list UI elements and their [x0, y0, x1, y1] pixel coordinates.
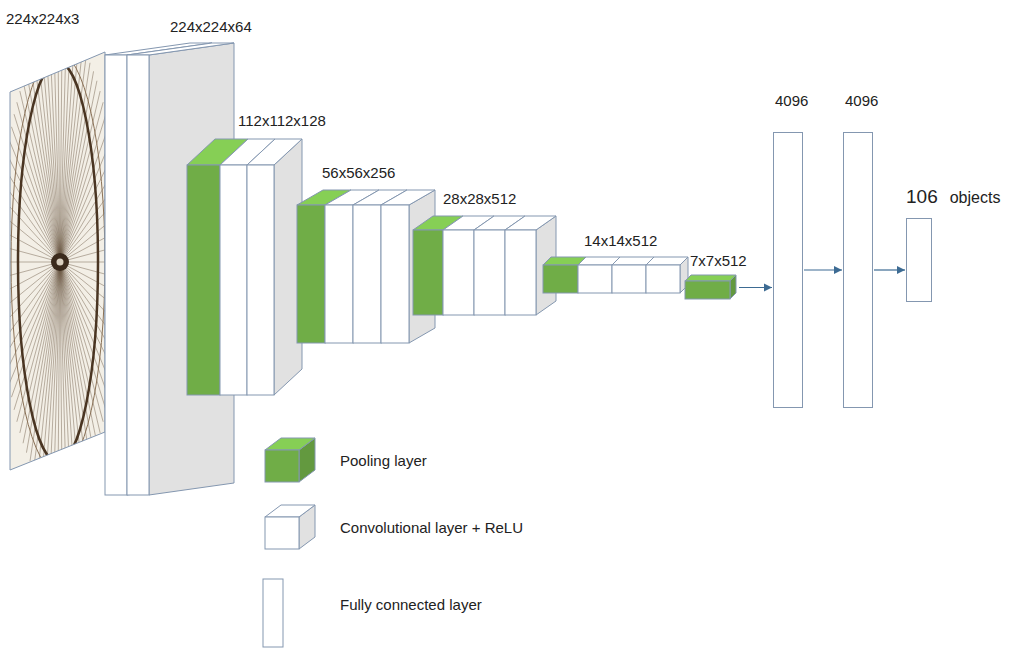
- legend-item: Convolutional layer + ReLU: [262, 503, 582, 575]
- layer-column: 7x7x512: [684, 252, 747, 301]
- conv-layer: [646, 257, 688, 293]
- pooling-cube: [684, 274, 738, 301]
- layer-column: 106: [906, 186, 938, 302]
- flow-arrow: [874, 269, 905, 270]
- dimension-label: 224x224x3: [6, 10, 79, 28]
- layer-column: 4096: [773, 92, 808, 408]
- dimension-label: 224x224x64: [170, 18, 252, 36]
- dimension-label: 28x28x512: [443, 190, 516, 208]
- legend-item: Fully connected layer: [262, 578, 582, 650]
- output-layer: 106 objects: [906, 186, 1000, 302]
- conv-layer: [127, 43, 234, 495]
- layer-size: 106: [906, 186, 938, 208]
- conv-layer: [247, 139, 302, 395]
- fc-layer: 4096: [843, 92, 878, 408]
- fc-layer: 4096: [773, 92, 808, 408]
- legend-swatch: [262, 578, 286, 650]
- input-image: [0, 32, 120, 492]
- pooling-layer: 7x7x512: [684, 252, 747, 301]
- legend-label: Pooling layer: [340, 452, 427, 470]
- legend-swatch: [262, 436, 320, 486]
- conv-layer: [265, 505, 315, 549]
- dimension-label: 56x56x256: [322, 164, 395, 182]
- legend-item: Pooling layer: [262, 436, 582, 508]
- layer-size: 4096: [843, 92, 878, 110]
- dimension-label: 14x14x512: [584, 232, 657, 250]
- layer-stack: [105, 43, 688, 495]
- dimension-label: 112x112x128: [238, 112, 326, 130]
- legend-label: Fully connected layer: [340, 596, 482, 614]
- fc-box: [843, 132, 873, 408]
- conv-layer: [220, 139, 275, 395]
- output-caption: objects: [950, 186, 1001, 208]
- legend-label: Convolutional layer + ReLU: [340, 519, 523, 537]
- fc-box: [906, 218, 932, 302]
- pooling-layer: [685, 275, 736, 299]
- layer-size: 4096: [773, 92, 808, 110]
- layer-column: 4096: [843, 92, 878, 408]
- layer-size: 7x7x512: [684, 252, 747, 270]
- conv-layer: [265, 438, 315, 482]
- fc-box: [773, 132, 803, 408]
- legend-swatch: [262, 503, 320, 553]
- flow-arrow: [804, 269, 842, 270]
- flow-arrow: [739, 287, 772, 288]
- pooling-layer: [187, 139, 248, 395]
